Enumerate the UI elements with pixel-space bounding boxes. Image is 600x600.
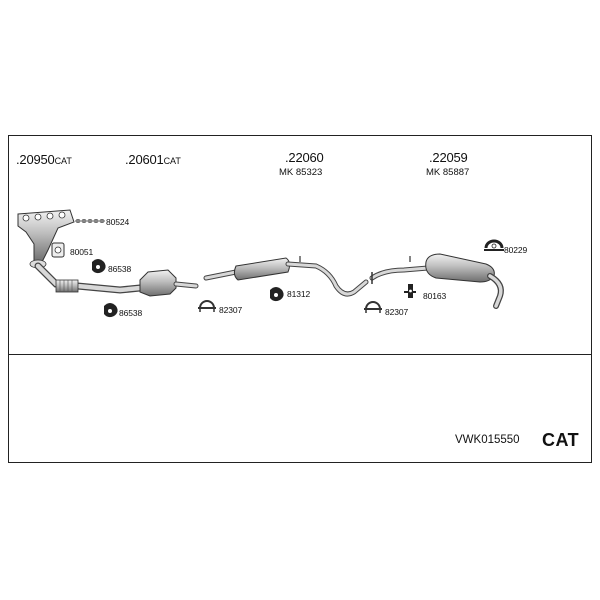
frame-divider: [8, 354, 592, 355]
label-bolts: 80524: [106, 217, 130, 227]
assembly-20601: .20601CAT: [125, 153, 181, 168]
exhaust-manifold: [17, 209, 75, 269]
label-tailpipe-ring: 80229: [504, 245, 528, 255]
assembly-20950-suffix: CAT: [54, 156, 72, 166]
rubber-hanger-icon: [404, 284, 416, 298]
label-hanger-mid: 81312: [287, 289, 311, 299]
label-hanger-lower: 86538: [119, 308, 143, 318]
middle-silencer: [203, 256, 369, 297]
label-gasket-small: 80051: [70, 247, 94, 257]
assembly-20601-number: .20601: [125, 152, 164, 167]
rubber-hanger-icon: [270, 287, 284, 302]
assembly-20950-number: .20950: [16, 152, 55, 167]
mounting-ring-icon: [484, 239, 504, 251]
diagram-frame: [8, 135, 592, 463]
cat-label: CAT: [542, 430, 580, 450]
assembly-20601-suffix: CAT: [163, 156, 181, 166]
clamp-icon: [364, 301, 382, 313]
rubber-hanger-icon: [92, 259, 106, 274]
rear-silencer: [369, 253, 504, 309]
label-clamp-front: 82307: [219, 305, 243, 315]
label-hanger-upper: 86538: [108, 264, 132, 274]
clamp-icon: [198, 300, 216, 312]
assembly-22059-mk: MK 85887: [426, 167, 470, 178]
assembly-20950: .20950CAT: [16, 153, 72, 168]
front-pipe-catalyst: [34, 262, 199, 297]
label-clamp-rear: 82307: [385, 307, 409, 317]
set-code: VWK015550: [455, 434, 520, 446]
gasket-icon: [51, 242, 65, 258]
assembly-22060-mk: MK 85323: [279, 167, 323, 178]
assembly-22060-number: .22060: [285, 150, 324, 165]
assembly-22059-number: .22059: [429, 150, 468, 165]
bolts-icon: [75, 219, 105, 223]
rubber-hanger-icon: [104, 303, 118, 318]
label-hanger-rear: 80163: [423, 291, 447, 301]
